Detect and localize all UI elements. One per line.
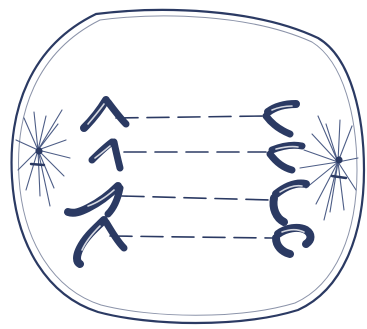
- chromatid: [84, 100, 126, 128]
- left-centriole: [35, 147, 42, 154]
- chromatid: [68, 186, 120, 214]
- chromatid: [92, 142, 120, 168]
- chromatid: [276, 228, 311, 254]
- chromatid: [270, 145, 302, 170]
- spindle-fiber: [116, 116, 264, 118]
- cell-membrane-inner-edge: [19, 16, 357, 315]
- left-centriole-bar: [31, 164, 44, 165]
- right-chromatid-group: [266, 104, 311, 254]
- chromatid: [77, 220, 124, 264]
- left-centrosome: [16, 110, 70, 206]
- right-centriole: [335, 156, 342, 163]
- right-aster-rays: [300, 116, 358, 220]
- left-aster-rays: [16, 110, 70, 206]
- chromatid: [273, 183, 306, 222]
- left-chromatid-group: [68, 100, 126, 264]
- chromatid: [266, 104, 296, 134]
- right-centrosome: [300, 116, 358, 220]
- spindle-fibers: [110, 116, 272, 238]
- spindle-fiber: [110, 236, 272, 238]
- spindle-fiber: [122, 196, 270, 200]
